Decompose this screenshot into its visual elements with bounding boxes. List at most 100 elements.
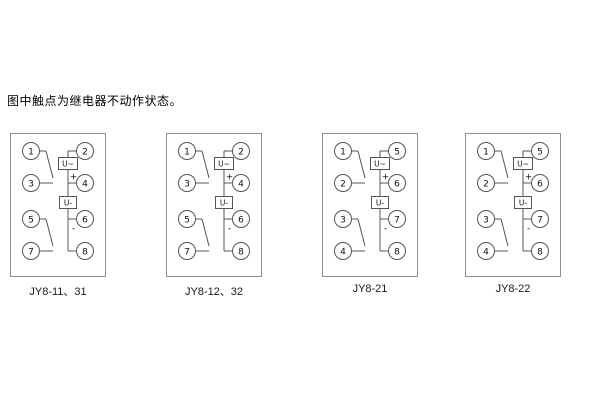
terminal-circle bbox=[477, 174, 495, 192]
dc-voltage-label: U- bbox=[220, 199, 228, 208]
diagram-canvas: U~ U- + - 1 2 3 4 5 6 7 8 bbox=[322, 133, 418, 277]
terminal-circle bbox=[531, 210, 549, 228]
relay-terminal-diagram-jy8-22: U~ U- + - 1 2 3 4 5 6 7 8 bbox=[465, 133, 561, 295]
model-caption: JY8-21 bbox=[352, 283, 388, 295]
terminal-circle bbox=[22, 210, 40, 228]
diagram-canvas: U~ U- + - 1 3 5 7 2 4 6 8 bbox=[10, 133, 106, 277]
terminal-number: 8 bbox=[238, 248, 244, 258]
terminal-circle bbox=[388, 242, 406, 260]
dc-voltage-box bbox=[514, 196, 532, 209]
terminal-number: 1 bbox=[483, 148, 489, 158]
polarity-plus: + bbox=[70, 173, 77, 183]
terminal-number: 1 bbox=[340, 148, 346, 158]
ac-voltage-box bbox=[214, 157, 234, 170]
terminal-circle bbox=[22, 142, 40, 160]
terminal-circle bbox=[76, 242, 94, 260]
relay-terminal-diagram-jy8-12-32: U~ U- + - 1 3 5 7 2 4 6 8 bbox=[166, 133, 262, 298]
terminal-number: 4 bbox=[238, 180, 244, 190]
terminal-circle bbox=[477, 210, 495, 228]
dc-voltage-label: U- bbox=[64, 199, 72, 208]
terminals: 1 3 5 7 2 4 6 8 bbox=[22, 142, 94, 260]
polarity-minus: - bbox=[228, 224, 231, 234]
terminal-circle bbox=[232, 174, 250, 192]
terminal-number: 6 bbox=[238, 216, 244, 226]
model-caption: JY8-11、31 bbox=[29, 286, 87, 298]
terminals: 1 2 3 4 5 6 7 8 bbox=[477, 142, 549, 260]
terminal-circle bbox=[388, 174, 406, 192]
polarity-minus: - bbox=[72, 224, 75, 234]
terminal-circle bbox=[22, 242, 40, 260]
ac-voltage-label: U~ bbox=[517, 160, 529, 169]
terminal-number: 8 bbox=[394, 248, 400, 258]
terminal-circle bbox=[232, 242, 250, 260]
terminal-number: 2 bbox=[483, 180, 489, 190]
polarity-plus: + bbox=[226, 173, 233, 183]
model-caption: JY8-12、32 bbox=[184, 286, 244, 298]
dc-voltage-label: U- bbox=[519, 199, 527, 208]
diagram-canvas: U~ U- + - 1 3 5 7 2 4 6 8 bbox=[166, 133, 262, 277]
note-text: 图中触点为继电器不动作状态。 bbox=[7, 94, 183, 108]
terminal-number: 7 bbox=[537, 216, 543, 226]
terminal-number: 6 bbox=[537, 180, 543, 190]
terminal-circle bbox=[232, 142, 250, 160]
terminal-number: 6 bbox=[82, 216, 88, 226]
dc-voltage-box bbox=[59, 196, 77, 209]
ac-voltage-box bbox=[58, 157, 78, 170]
terminal-number: 2 bbox=[238, 148, 244, 158]
polarity-plus: + bbox=[525, 173, 532, 183]
terminal-circle bbox=[178, 174, 196, 192]
terminal-circle bbox=[232, 210, 250, 228]
terminal-number: 7 bbox=[184, 248, 190, 258]
terminal-number: 7 bbox=[28, 248, 34, 258]
ac-voltage-label: U~ bbox=[374, 160, 386, 169]
ac-voltage-box bbox=[370, 157, 390, 170]
terminal-circle bbox=[178, 242, 196, 260]
terminal-circle bbox=[76, 142, 94, 160]
terminal-circle bbox=[531, 242, 549, 260]
model-caption: JY8-22 bbox=[495, 283, 531, 295]
terminal-number: 1 bbox=[184, 148, 190, 158]
relay-terminal-diagram-jy8-21: U~ U- + - 1 2 3 4 5 6 7 8 bbox=[322, 133, 418, 295]
terminal-circle bbox=[334, 142, 352, 160]
terminal-circle bbox=[334, 174, 352, 192]
terminal-circle bbox=[334, 242, 352, 260]
terminal-number: 7 bbox=[394, 216, 400, 226]
terminals: 1 2 3 4 5 6 7 8 bbox=[334, 142, 406, 260]
terminal-number: 2 bbox=[340, 180, 346, 190]
terminal-circle bbox=[22, 174, 40, 192]
dc-voltage-box bbox=[215, 196, 233, 209]
ac-voltage-box bbox=[513, 157, 533, 170]
terminal-circle bbox=[178, 142, 196, 160]
terminal-circle bbox=[477, 242, 495, 260]
terminal-number: 3 bbox=[340, 216, 346, 226]
polarity-minus: - bbox=[527, 224, 530, 234]
relay-terminal-diagram-jy8-11-31: U~ U- + - 1 3 5 7 2 4 6 8 bbox=[10, 133, 106, 298]
terminal-circle bbox=[531, 142, 549, 160]
polarity-minus: - bbox=[384, 224, 387, 234]
terminal-number: 5 bbox=[394, 148, 400, 158]
terminal-number: 4 bbox=[483, 248, 489, 258]
dc-voltage-box bbox=[371, 196, 389, 209]
terminal-number: 3 bbox=[184, 180, 190, 190]
terminal-number: 5 bbox=[537, 148, 543, 158]
terminals: 1 3 5 7 2 4 6 8 bbox=[178, 142, 250, 260]
terminal-number: 4 bbox=[82, 180, 88, 190]
terminal-number: 5 bbox=[184, 216, 190, 226]
terminal-number: 5 bbox=[28, 216, 34, 226]
terminal-circle bbox=[76, 174, 94, 192]
terminal-number: 8 bbox=[537, 248, 543, 258]
terminal-circle bbox=[388, 142, 406, 160]
diagram-canvas: U~ U- + - 1 2 3 4 5 6 7 8 bbox=[465, 133, 561, 277]
ac-voltage-label: U~ bbox=[218, 160, 230, 169]
ac-voltage-label: U~ bbox=[62, 160, 74, 169]
terminal-number: 1 bbox=[28, 148, 34, 158]
terminal-number: 2 bbox=[82, 148, 88, 158]
terminal-circle bbox=[388, 210, 406, 228]
polarity-plus: + bbox=[382, 173, 389, 183]
terminal-number: 3 bbox=[483, 216, 489, 226]
terminal-circle bbox=[477, 142, 495, 160]
dc-voltage-label: U- bbox=[376, 199, 384, 208]
terminal-number: 8 bbox=[82, 248, 88, 258]
terminal-circle bbox=[178, 210, 196, 228]
